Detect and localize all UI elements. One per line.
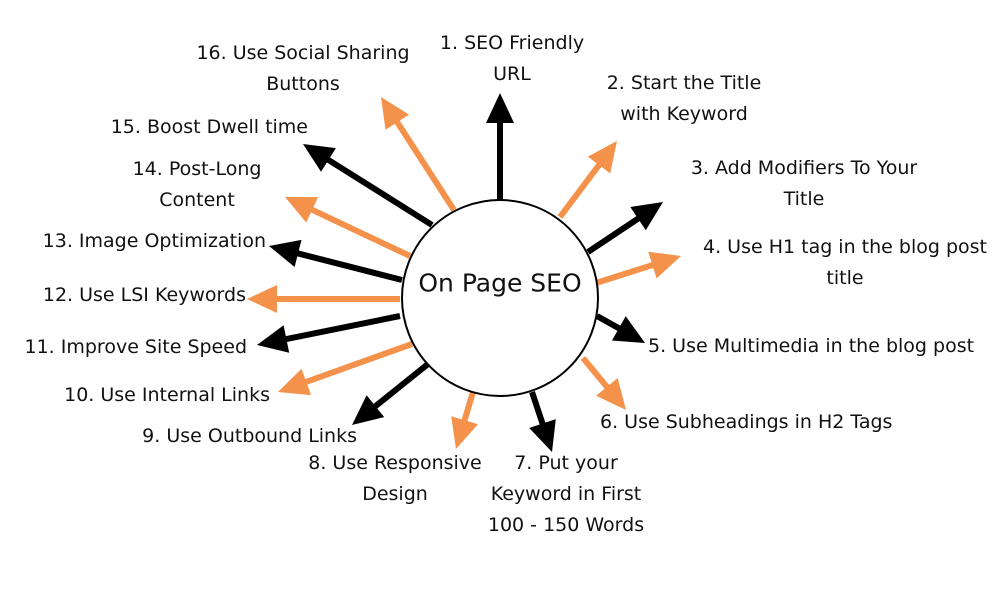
center-label: On Page SEO	[418, 268, 582, 298]
arrow-head-15	[303, 144, 336, 172]
arrow-shaft-10	[303, 341, 414, 386]
center-circle	[401, 199, 599, 397]
arrow-head-7	[529, 419, 556, 452]
label-item-5: 5. Use Multimedia in the blog post	[648, 335, 975, 357]
arrow-head-1	[486, 93, 514, 123]
arrow-head-14	[285, 197, 319, 223]
arrows-group	[247, 93, 681, 452]
arrow-head-16	[381, 97, 409, 130]
arrow-shaft-14	[309, 206, 412, 259]
arrow-shaft-2	[557, 161, 603, 219]
arrow-head-5	[612, 316, 645, 343]
label-item-6: 6. Use Subheadings in H2 Tags	[600, 411, 893, 433]
arrow-shaft-13	[295, 250, 403, 283]
arrow-shaft-7	[529, 391, 546, 427]
arrow-shaft-5	[595, 313, 623, 332]
arrow-head-6	[596, 378, 626, 410]
arrow-head-8	[451, 416, 478, 449]
arrow-shaft-3	[586, 215, 642, 255]
arrow-shaft-15	[325, 156, 434, 228]
label-item-9: 9. Use Outbound Links	[142, 425, 357, 447]
arrow-head-9	[352, 395, 385, 425]
arrow-head-11	[257, 325, 290, 353]
arrow-shaft-8	[461, 391, 476, 424]
arrow-shaft-6	[580, 356, 611, 391]
label-item-11: 11. Improve Site Speed	[24, 336, 248, 358]
label-item-13: 13. Image Optimization	[42, 230, 266, 252]
arrow-shaft-4	[595, 261, 656, 286]
arrow-shaft-16	[393, 118, 457, 212]
label-item-12: 12. Use LSI Keywords	[42, 284, 246, 306]
arrow-head-13	[269, 239, 302, 267]
arrow-head-2	[587, 141, 617, 174]
arrow-shaft-9	[371, 361, 430, 410]
label-item-10: 10. Use Internal Links	[64, 384, 270, 406]
arrow-shaft-11	[283, 313, 401, 343]
arrow-head-12	[247, 285, 277, 313]
arrow-head-3	[630, 202, 663, 231]
arrow-head-4	[648, 251, 681, 279]
arrow-head-10	[278, 368, 311, 396]
label-item-15: 15. Boost Dwell time	[110, 116, 308, 138]
